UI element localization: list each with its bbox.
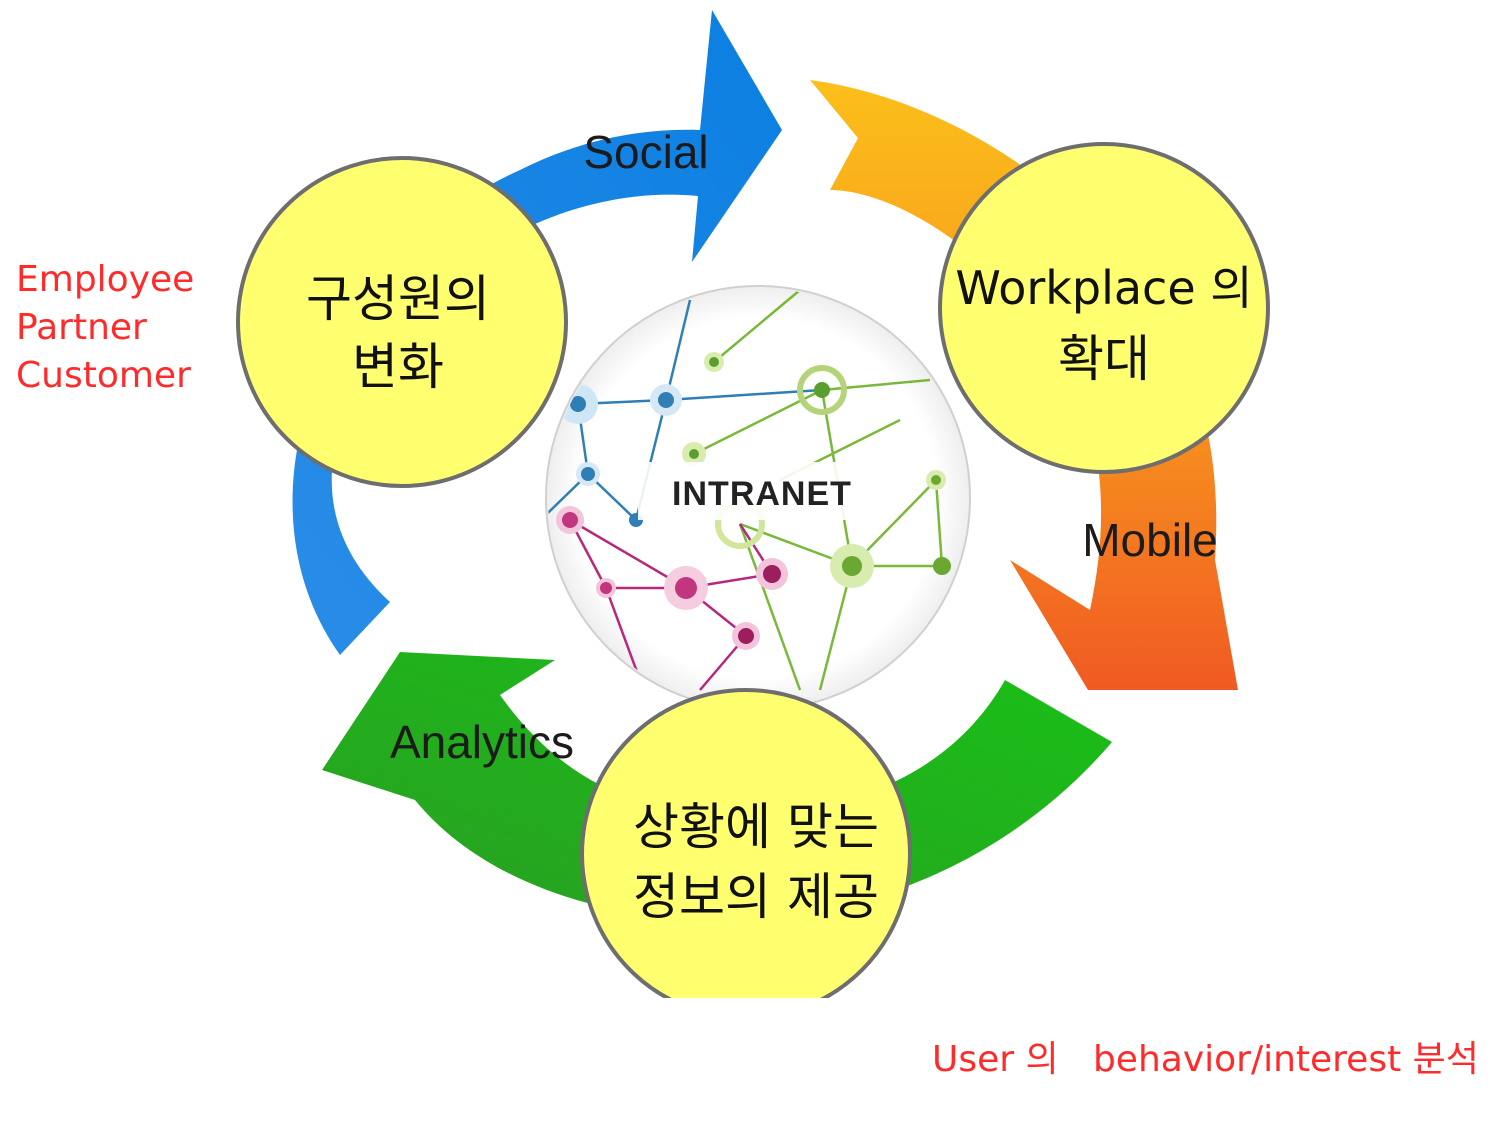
audience-customer: Customer bbox=[16, 355, 191, 396]
analytics-arrow bbox=[322, 652, 1112, 920]
circle-contextual-line1: 상황에 맞는 bbox=[633, 798, 879, 856]
circle-members-change: 구성원의 변화 bbox=[236, 156, 568, 488]
analysis-note: User 의 behavior/interest 분석 bbox=[932, 940, 1479, 1132]
circle-members-change-line2: 변화 bbox=[352, 338, 444, 396]
circle-workplace-line1: Workplace 의 bbox=[955, 261, 1252, 315]
audience-employee: Employee bbox=[16, 259, 195, 300]
social-arrow bbox=[292, 10, 782, 655]
audience-partner: Partner bbox=[16, 307, 147, 348]
circle-members-change-line1: 구성원의 bbox=[306, 270, 490, 328]
circle-contextual-line2: 정보의 제공 bbox=[633, 868, 879, 926]
analysis-note-text: User 의 behavior/interest 분석 bbox=[932, 1039, 1479, 1080]
mobile-arrow bbox=[810, 80, 1238, 690]
intranet-cycle-diagram: Social Mobile Analytics bbox=[236, 10, 1270, 998]
mobile-label: Mobile bbox=[1082, 514, 1218, 566]
circle-workplace-line2: 확대 bbox=[1058, 330, 1150, 388]
social-label: Social bbox=[583, 126, 708, 178]
intranet-network: INTRANET bbox=[545, 285, 971, 711]
circle-contextual-info: 상황에 맞는 정보의 제공 bbox=[580, 688, 912, 998]
audience-note: Employee Partner Customer bbox=[16, 256, 194, 400]
circle-workplace-expansion: Workplace 의 확대 bbox=[938, 142, 1270, 474]
intranet-label: INTRANET bbox=[672, 475, 852, 513]
analytics-label: Analytics bbox=[390, 716, 574, 768]
